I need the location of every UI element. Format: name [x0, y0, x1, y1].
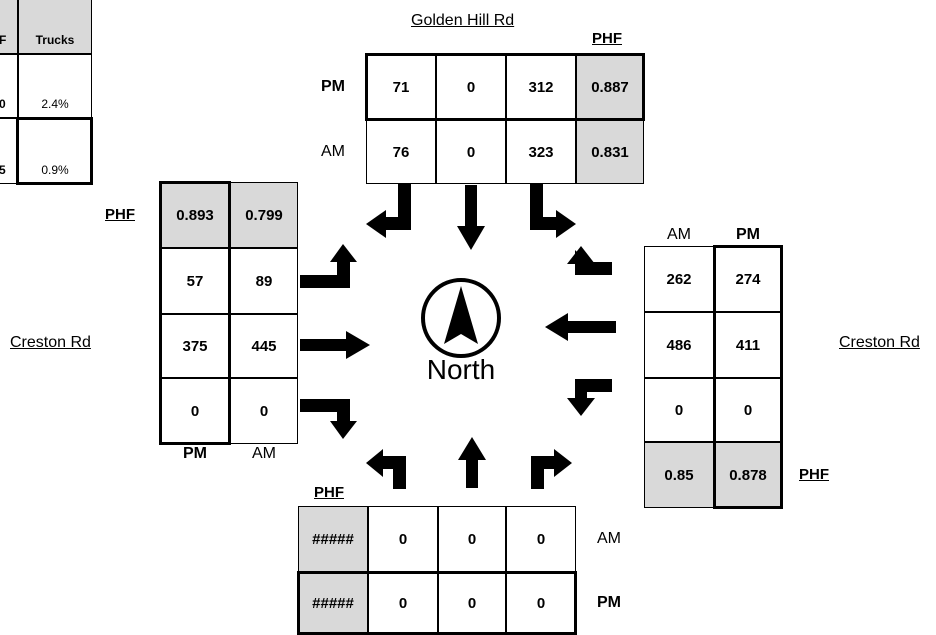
- south-pm-right-turn: 0: [506, 572, 576, 634]
- north-left-turn-arrow-icon: [530, 183, 576, 238]
- east-left-turn-arrow-icon: [567, 379, 612, 416]
- south-pm-label: PM: [597, 594, 621, 611]
- east-left-turn-pm: 0: [714, 378, 782, 442]
- phf-label-north: PHF: [592, 30, 622, 47]
- east-through-arrow-icon: [545, 313, 616, 341]
- summary-header-partial: F: [0, 0, 18, 54]
- south-am-right-turn: 0: [506, 506, 576, 572]
- north-pm-left-turn: 312: [506, 54, 576, 120]
- south-am-through: 0: [438, 506, 506, 572]
- east-through-am: 486: [644, 312, 714, 378]
- phf-label-south: PHF: [314, 484, 344, 501]
- east-left-turn-am: 0: [644, 378, 714, 442]
- compass-label: North: [426, 354, 496, 385]
- west-pm-label: PM: [183, 445, 207, 462]
- east-right-turn-arrow-icon: [567, 246, 612, 275]
- east-pm-label: PM: [736, 226, 760, 243]
- west-through-arrow-icon: [300, 331, 370, 359]
- south-am-label: AM: [597, 530, 621, 547]
- north-pm-label: PM: [321, 78, 345, 95]
- south-through-arrow-icon: [458, 437, 486, 488]
- north-am-right-turn: 76: [366, 120, 436, 184]
- phf-label-west: PHF: [105, 206, 135, 223]
- summary-am-partial: 0: [0, 54, 18, 118]
- summary-am-trucks: 2.4%: [18, 54, 92, 118]
- west-am-label: AM: [252, 445, 276, 462]
- north-am-label: AM: [321, 143, 345, 160]
- south-pm-through: 0: [438, 572, 506, 634]
- south-left-turn-arrow-icon: [366, 449, 406, 489]
- phf-label-east: PHF: [799, 466, 829, 483]
- north-right-turn-arrow-icon: [366, 183, 411, 238]
- north-arrow-icon: [421, 278, 501, 358]
- west-left-turn-am: 89: [230, 248, 298, 314]
- north-am-through: 0: [436, 120, 506, 184]
- west-right-turn-pm: 0: [160, 378, 230, 444]
- east-right-turn-pm: 274: [714, 246, 782, 312]
- road-label-east: Creston Rd: [839, 334, 920, 351]
- road-label-west: Creston Rd: [10, 334, 91, 351]
- summary-header-trucks: Trucks: [18, 0, 92, 54]
- north-am-left-turn: 323: [506, 120, 576, 184]
- south-right-turn-arrow-icon: [531, 449, 572, 489]
- south-am-phf: #####: [298, 506, 368, 572]
- north-am-phf: 0.831: [576, 120, 644, 184]
- east-phf-pm: 0.878: [714, 442, 782, 508]
- north-pm-phf: 0.887: [576, 54, 644, 120]
- road-label-north: Golden Hill Rd: [411, 12, 515, 29]
- north-through-arrow-icon: [457, 185, 485, 250]
- east-right-turn-am: 262: [644, 246, 714, 312]
- west-left-turn-arrow-icon: [300, 244, 357, 288]
- south-pm-left-turn: 0: [368, 572, 438, 634]
- west-through-am: 445: [230, 314, 298, 378]
- north-pm-through: 0: [436, 54, 506, 120]
- east-am-label: AM: [667, 226, 691, 243]
- west-right-turn-arrow-icon: [300, 399, 357, 439]
- west-phf-am: 0.799: [230, 182, 298, 248]
- south-am-left-turn: 0: [368, 506, 438, 572]
